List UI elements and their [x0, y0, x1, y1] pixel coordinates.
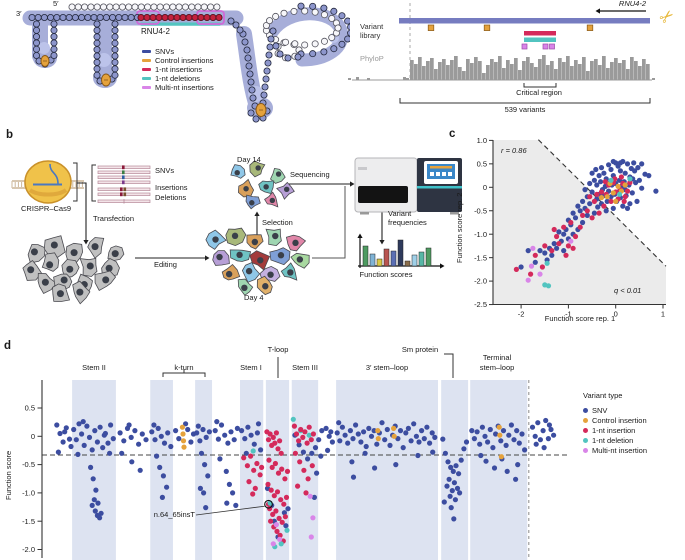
snvs-label: SNVs: [155, 166, 175, 175]
annotation-label: n.64_65insT: [153, 510, 195, 519]
svg-text:✂: ✂: [655, 5, 678, 29]
replicate-scatter-plot: 1.0 0.5 0 -0.5 -1.0 -1.5 -2.0 -2.5 -2 -1 0 1: [474, 136, 667, 319]
crispr-cas9-label: CRISPR–Cas9: [20, 204, 72, 213]
qvalue-label: q < 0.01: [614, 286, 642, 295]
panel-b-letter: b: [6, 129, 14, 141]
svg-text:1: 1: [661, 310, 665, 319]
region-label-terminal2: stem–loop: [479, 363, 515, 372]
snv-dot: [583, 408, 588, 413]
legend-label: Control insertions: [155, 56, 214, 65]
legend-label: Multi-nt insertion: [592, 446, 648, 455]
manhattan-points: [54, 416, 557, 550]
legend-row-multi: Multi-nt insertion: [583, 446, 647, 455]
region-label-stem3: Stem III: [292, 363, 318, 372]
legend-label: 1-nt insertion: [592, 426, 636, 435]
deletion-swatch: [142, 77, 151, 80]
svg-text:-0.5: -0.5: [474, 206, 487, 215]
variant-library-track: ✂: [348, 3, 679, 104]
multi-insertion-dot: [583, 448, 588, 453]
deletion-dot: [583, 438, 588, 443]
sequencing-label: Sequencing: [290, 170, 330, 179]
svg-text:0.5: 0.5: [25, 404, 35, 413]
structure-title: RNU4-2: [141, 27, 170, 36]
svg-text:-1.5: -1.5: [22, 517, 35, 526]
multi-insertion-swatch: [142, 86, 151, 89]
svg-text:-2.0: -2.0: [22, 545, 35, 554]
legend-row: SNVs: [142, 47, 174, 56]
phylop-label: PhyloP: [360, 54, 384, 63]
manhattan-ylabel: Function score: [4, 450, 13, 500]
region-label-3sl: 3′ stem–loop: [365, 363, 409, 372]
region-label-tloop: T-loop: [267, 345, 289, 354]
scatter-xlabel: Function score rep. 1: [544, 314, 616, 323]
control-insertion-swatch: [142, 59, 151, 62]
legend-row: Multi-nt insertions: [142, 83, 214, 92]
transfection-label: Transfection: [93, 214, 134, 223]
svg-text:-2.5: -2.5: [474, 300, 487, 309]
gene-name-label: RNU4-2: [618, 0, 646, 8]
svg-text:-2: -2: [518, 310, 525, 319]
critical-region-label: Critical region: [516, 88, 562, 97]
rna-structure-diagram: [22, 2, 350, 123]
insertions-label: Insertions: [155, 183, 188, 192]
legend-row-control: Control insertion: [583, 416, 647, 425]
svg-text:-0.5: -0.5: [22, 460, 35, 469]
insertion-dot: [583, 428, 588, 433]
legend-row: 1-nt deletions: [142, 74, 200, 83]
legend-row: 1-nt insertions: [142, 65, 202, 74]
legend-label: SNV: [592, 406, 608, 415]
legend-label: 1-nt deletions: [155, 74, 201, 83]
legend-label: Control insertion: [592, 416, 647, 425]
function-scores-label: Function scores: [359, 270, 413, 279]
svg-text:0.5: 0.5: [477, 159, 487, 168]
svg-text:-1.0: -1.0: [474, 230, 487, 239]
svg-text:-1.5: -1.5: [474, 253, 487, 262]
scatter-points: [513, 158, 659, 289]
legend-label: 1-nt insertions: [155, 65, 203, 74]
editing-label: Editing: [154, 260, 177, 269]
legend-label: 1-nt deletion: [592, 436, 634, 445]
snv-swatch: [142, 50, 151, 53]
svg-text:0: 0: [614, 310, 618, 319]
legend-row-deletion: 1-nt deletion: [583, 436, 633, 445]
svg-text:1.0: 1.0: [477, 136, 487, 145]
svg-text:0: 0: [483, 183, 487, 192]
five-prime-label: 5′: [53, 0, 59, 8]
scatter-ylabel: Function score rep. 2: [455, 192, 464, 264]
legend-row-snv: SNV: [583, 406, 607, 415]
region-label-kturn: k-turn: [174, 363, 194, 372]
panel-c-letter: c: [449, 128, 456, 140]
function-score-plot: 0.5 0 -0.5 -1.0 -1.5 -2.0: [22, 353, 570, 560]
region-label-stem1: Stem I: [240, 363, 262, 372]
crispr-workflow-diagram: [11, 157, 462, 305]
three-prime-label: 3′: [16, 9, 22, 18]
legend-row: Control insertions: [142, 56, 213, 65]
region-label-stem2: Stem II: [82, 363, 106, 372]
control-insertion-dot: [583, 418, 588, 423]
svg-text:-2.0: -2.0: [474, 277, 487, 286]
svg-text:-1.0: -1.0: [22, 489, 35, 498]
selection-label: Selection: [262, 218, 293, 227]
legend-label: SNVs: [155, 47, 175, 56]
insertion-swatch: [142, 68, 151, 71]
svg-text:0: 0: [31, 432, 35, 441]
legend-row-insertion: 1-nt insertion: [583, 426, 635, 435]
panel-d-letter: d: [4, 340, 12, 352]
day14-label: Day 14: [237, 155, 261, 164]
deletions-label: Deletions: [155, 193, 187, 202]
day4-label: Day 4: [244, 293, 264, 302]
region-label-sm: Sm protein: [401, 345, 439, 354]
region-label-terminal1: Terminal: [482, 353, 512, 363]
svg-text:-1: -1: [565, 310, 572, 319]
variant-type-legend-title: Variant type: [583, 391, 623, 400]
correlation-label: r = 0.86: [501, 146, 527, 155]
variant-count-label: 539 variants: [504, 105, 546, 114]
legend-label: Multi-nt insertions: [155, 83, 214, 92]
